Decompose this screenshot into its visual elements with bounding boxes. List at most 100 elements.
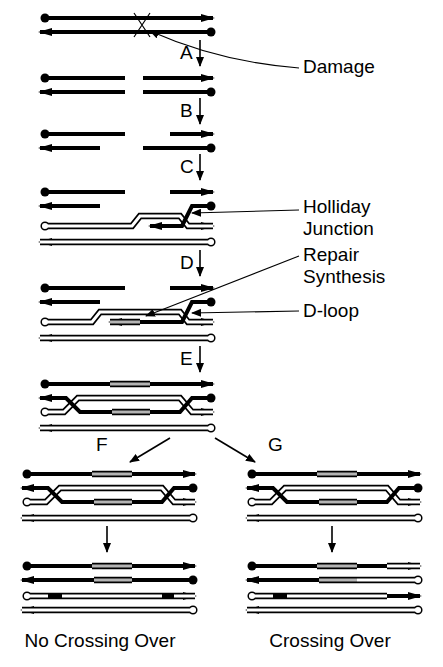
template-strand xyxy=(40,337,211,340)
dna-strand xyxy=(45,286,125,290)
dna-strand xyxy=(387,594,420,598)
dna-strand xyxy=(45,382,110,386)
step-label: A xyxy=(180,42,193,64)
step-arrow xyxy=(199,40,201,66)
dna-strand xyxy=(40,90,125,94)
stage-resection xyxy=(40,134,213,148)
step-arrow xyxy=(331,526,333,552)
stage-double-junction xyxy=(40,384,213,428)
dna-strand xyxy=(150,382,213,386)
dna-strand xyxy=(170,190,213,194)
dna-strand xyxy=(143,76,213,80)
step-arrow xyxy=(199,154,201,180)
leader-line xyxy=(150,31,299,68)
dna-strand xyxy=(150,398,211,412)
repair-patch xyxy=(110,383,150,386)
template-strand xyxy=(387,563,420,570)
stage-copy xyxy=(22,474,195,518)
dna-strand xyxy=(40,398,112,412)
template-strand xyxy=(40,425,211,432)
step-label: C xyxy=(180,156,194,178)
repair-patch xyxy=(94,579,132,582)
dna-strand xyxy=(40,146,100,150)
repair-patch xyxy=(112,409,150,416)
repair-patch xyxy=(110,321,140,324)
step-arrow xyxy=(199,250,201,276)
stage-copy xyxy=(247,474,420,518)
dna-strand xyxy=(247,578,319,582)
template-strand xyxy=(40,239,211,246)
repair-patch xyxy=(92,565,132,568)
step-label: B xyxy=(180,100,193,122)
leader-line xyxy=(192,210,299,213)
dna-strand xyxy=(170,132,213,136)
repair-patch xyxy=(92,563,132,570)
callout-label: Holliday Junction xyxy=(303,196,398,240)
step-label: D xyxy=(180,252,194,274)
step-label: F xyxy=(96,434,108,456)
stage-invasion xyxy=(40,192,213,242)
callout-label: Repair Synthesis xyxy=(303,244,398,288)
template-strand xyxy=(252,595,387,598)
repair-patch xyxy=(110,381,150,388)
leader-line xyxy=(192,311,299,313)
template-strand xyxy=(247,609,418,612)
dna-strand xyxy=(45,16,213,20)
template-strand xyxy=(247,607,418,614)
template-strand xyxy=(252,593,387,600)
leader-line xyxy=(146,256,299,316)
dna-strand xyxy=(40,300,100,304)
step-arrow xyxy=(215,438,255,462)
repair-patch xyxy=(112,411,150,414)
outcome-caption: No Crossing Over xyxy=(25,630,176,652)
template-strand xyxy=(27,595,195,598)
callout-label: Damage xyxy=(303,56,375,78)
repair-patch xyxy=(319,577,357,584)
template-strand xyxy=(22,609,193,612)
dna-strand xyxy=(48,594,174,598)
dna-strand xyxy=(150,206,211,226)
stage-synthesis xyxy=(40,288,213,338)
dna-strand xyxy=(27,564,92,568)
template-strand xyxy=(387,565,420,568)
step-arrow xyxy=(130,438,170,462)
dna-strand xyxy=(143,146,211,150)
dna-strand xyxy=(40,204,100,208)
callout-label: D-loop xyxy=(303,300,359,322)
dna-strand xyxy=(357,564,387,568)
damage-mark xyxy=(134,13,150,37)
dna-strand xyxy=(143,90,211,94)
dna-strand xyxy=(273,594,287,598)
step-label: G xyxy=(268,434,283,456)
template-strand xyxy=(40,427,211,430)
step-arrow xyxy=(106,526,108,552)
repair-patch xyxy=(94,577,132,584)
template-strand xyxy=(357,577,418,584)
dna-strand xyxy=(45,132,125,136)
step-arrow xyxy=(199,346,201,372)
step-label: E xyxy=(180,348,193,370)
branch-crossover xyxy=(247,474,420,610)
repair-patch xyxy=(110,319,140,326)
branch-no-crossover xyxy=(22,474,195,610)
template-strand xyxy=(22,607,193,614)
dna-strand xyxy=(170,286,213,290)
stage-intact xyxy=(40,13,213,37)
template-strand xyxy=(27,593,195,600)
dna-strand xyxy=(45,190,125,194)
dna-strand xyxy=(45,76,125,80)
repair-patch xyxy=(319,579,357,582)
dna-strand xyxy=(22,578,94,582)
dna-strand xyxy=(252,564,317,568)
stage-break xyxy=(40,78,213,92)
dna-strand xyxy=(132,564,195,568)
template-strand xyxy=(357,579,418,582)
dna-strand xyxy=(40,30,211,34)
step-arrow xyxy=(199,98,201,124)
template-strand xyxy=(40,335,211,342)
repair-patch xyxy=(317,563,357,570)
repair-patch xyxy=(317,565,357,568)
outcome-caption: Crossing Over xyxy=(269,630,390,652)
